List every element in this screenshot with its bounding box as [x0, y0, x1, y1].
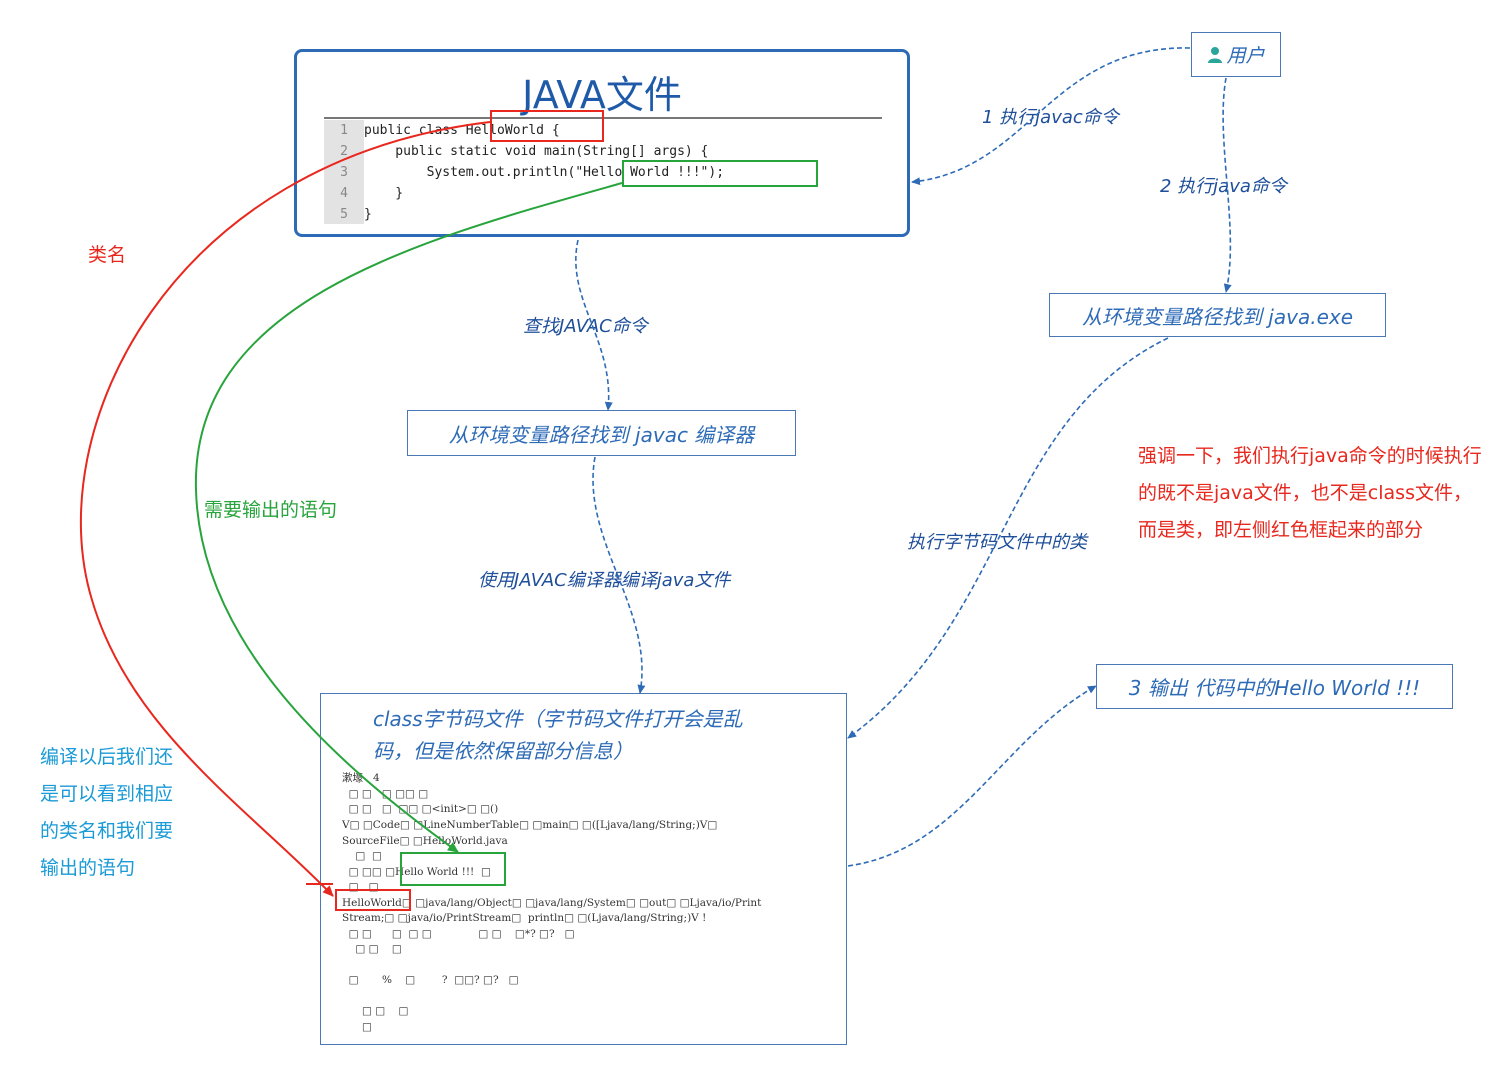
class-file-title-line: 码，但是依然保留部分信息）: [373, 739, 633, 763]
statement-highlight: [622, 160, 818, 187]
bytecode-line: □ □ □ □□ □: [342, 788, 429, 800]
bytecode-line: □ % □ ? □□? □? □: [342, 974, 519, 986]
bytecode-line: □ □: [342, 850, 382, 862]
classname-highlight: [490, 110, 604, 142]
class-name-label: 类名: [88, 244, 127, 266]
exec-class-label: 执行字节码文件中的类: [907, 532, 1087, 553]
bytecode-line: □ □ □ □ □ □ □ □*? □? □: [342, 928, 575, 940]
emphasis-note: 强调一下，我们执行java命令的时候执行的既不是java文件，也不是class文…: [1138, 445, 1482, 541]
bytecode-line: 漱壕 4: [342, 772, 380, 784]
bytecode-line: HelloWorld□ □java/lang/Object□ □java/lan…: [342, 897, 762, 909]
bytecode-line: SourceFile□ □HelloWorld.java: [342, 835, 508, 847]
user-label: 用户: [1226, 45, 1265, 67]
output-box: 3 输出 代码中的Hello World !!!: [1096, 664, 1453, 709]
compile-note: 编译以后我们还是可以看到相应的类名和我们要输出的语句: [40, 746, 174, 879]
class-file-title-line: class字节码文件（字节码文件打开会是乱: [373, 707, 743, 731]
compile-label: 使用JAVAC编译器编译java文件: [478, 570, 731, 591]
find-javac-box: 从环境变量路径找到 javac 编译器: [407, 410, 796, 456]
code-line: 5}: [340, 207, 372, 222]
bytecode-classname-highlight: [335, 889, 411, 911]
bytecode-line: □ □ □: [342, 943, 402, 955]
class-file-title: class字节码文件（字节码文件打开会是乱 码，但是依然保留部分信息）: [373, 703, 813, 767]
java-file-title: JAVA文件: [522, 73, 682, 117]
bytecode-line: Stream;□ □java/io/PrintStream□ println□ …: [342, 912, 707, 924]
step2-label: 2 执行java命令: [1160, 176, 1287, 197]
find-java-exe-box: 从环境变量路径找到 java.exe: [1049, 293, 1386, 337]
output-arrow: [847, 685, 1097, 867]
code-line: 4 }: [340, 186, 404, 201]
bytecode-line: □ □ □ □□ □<init>□ □(): [342, 803, 499, 815]
bytecode-line: V□ □Code□ □LineNumberTable□ □main□ □([Lj…: [342, 819, 718, 831]
bytecode-line: □: [342, 1021, 372, 1033]
user-icon: [1208, 46, 1223, 63]
step1-label: 1 执行javac命令: [982, 107, 1119, 128]
find-javac-label: 查找JAVAC命令: [523, 316, 648, 337]
statement-label: 需要输出的语句: [204, 499, 338, 521]
user-box: 用户: [1191, 32, 1281, 77]
bytecode-statement-highlight: [400, 852, 506, 886]
bytecode-line: □ □ □: [342, 1005, 409, 1017]
code-line: 2 public static void main(String[] args)…: [340, 144, 709, 159]
